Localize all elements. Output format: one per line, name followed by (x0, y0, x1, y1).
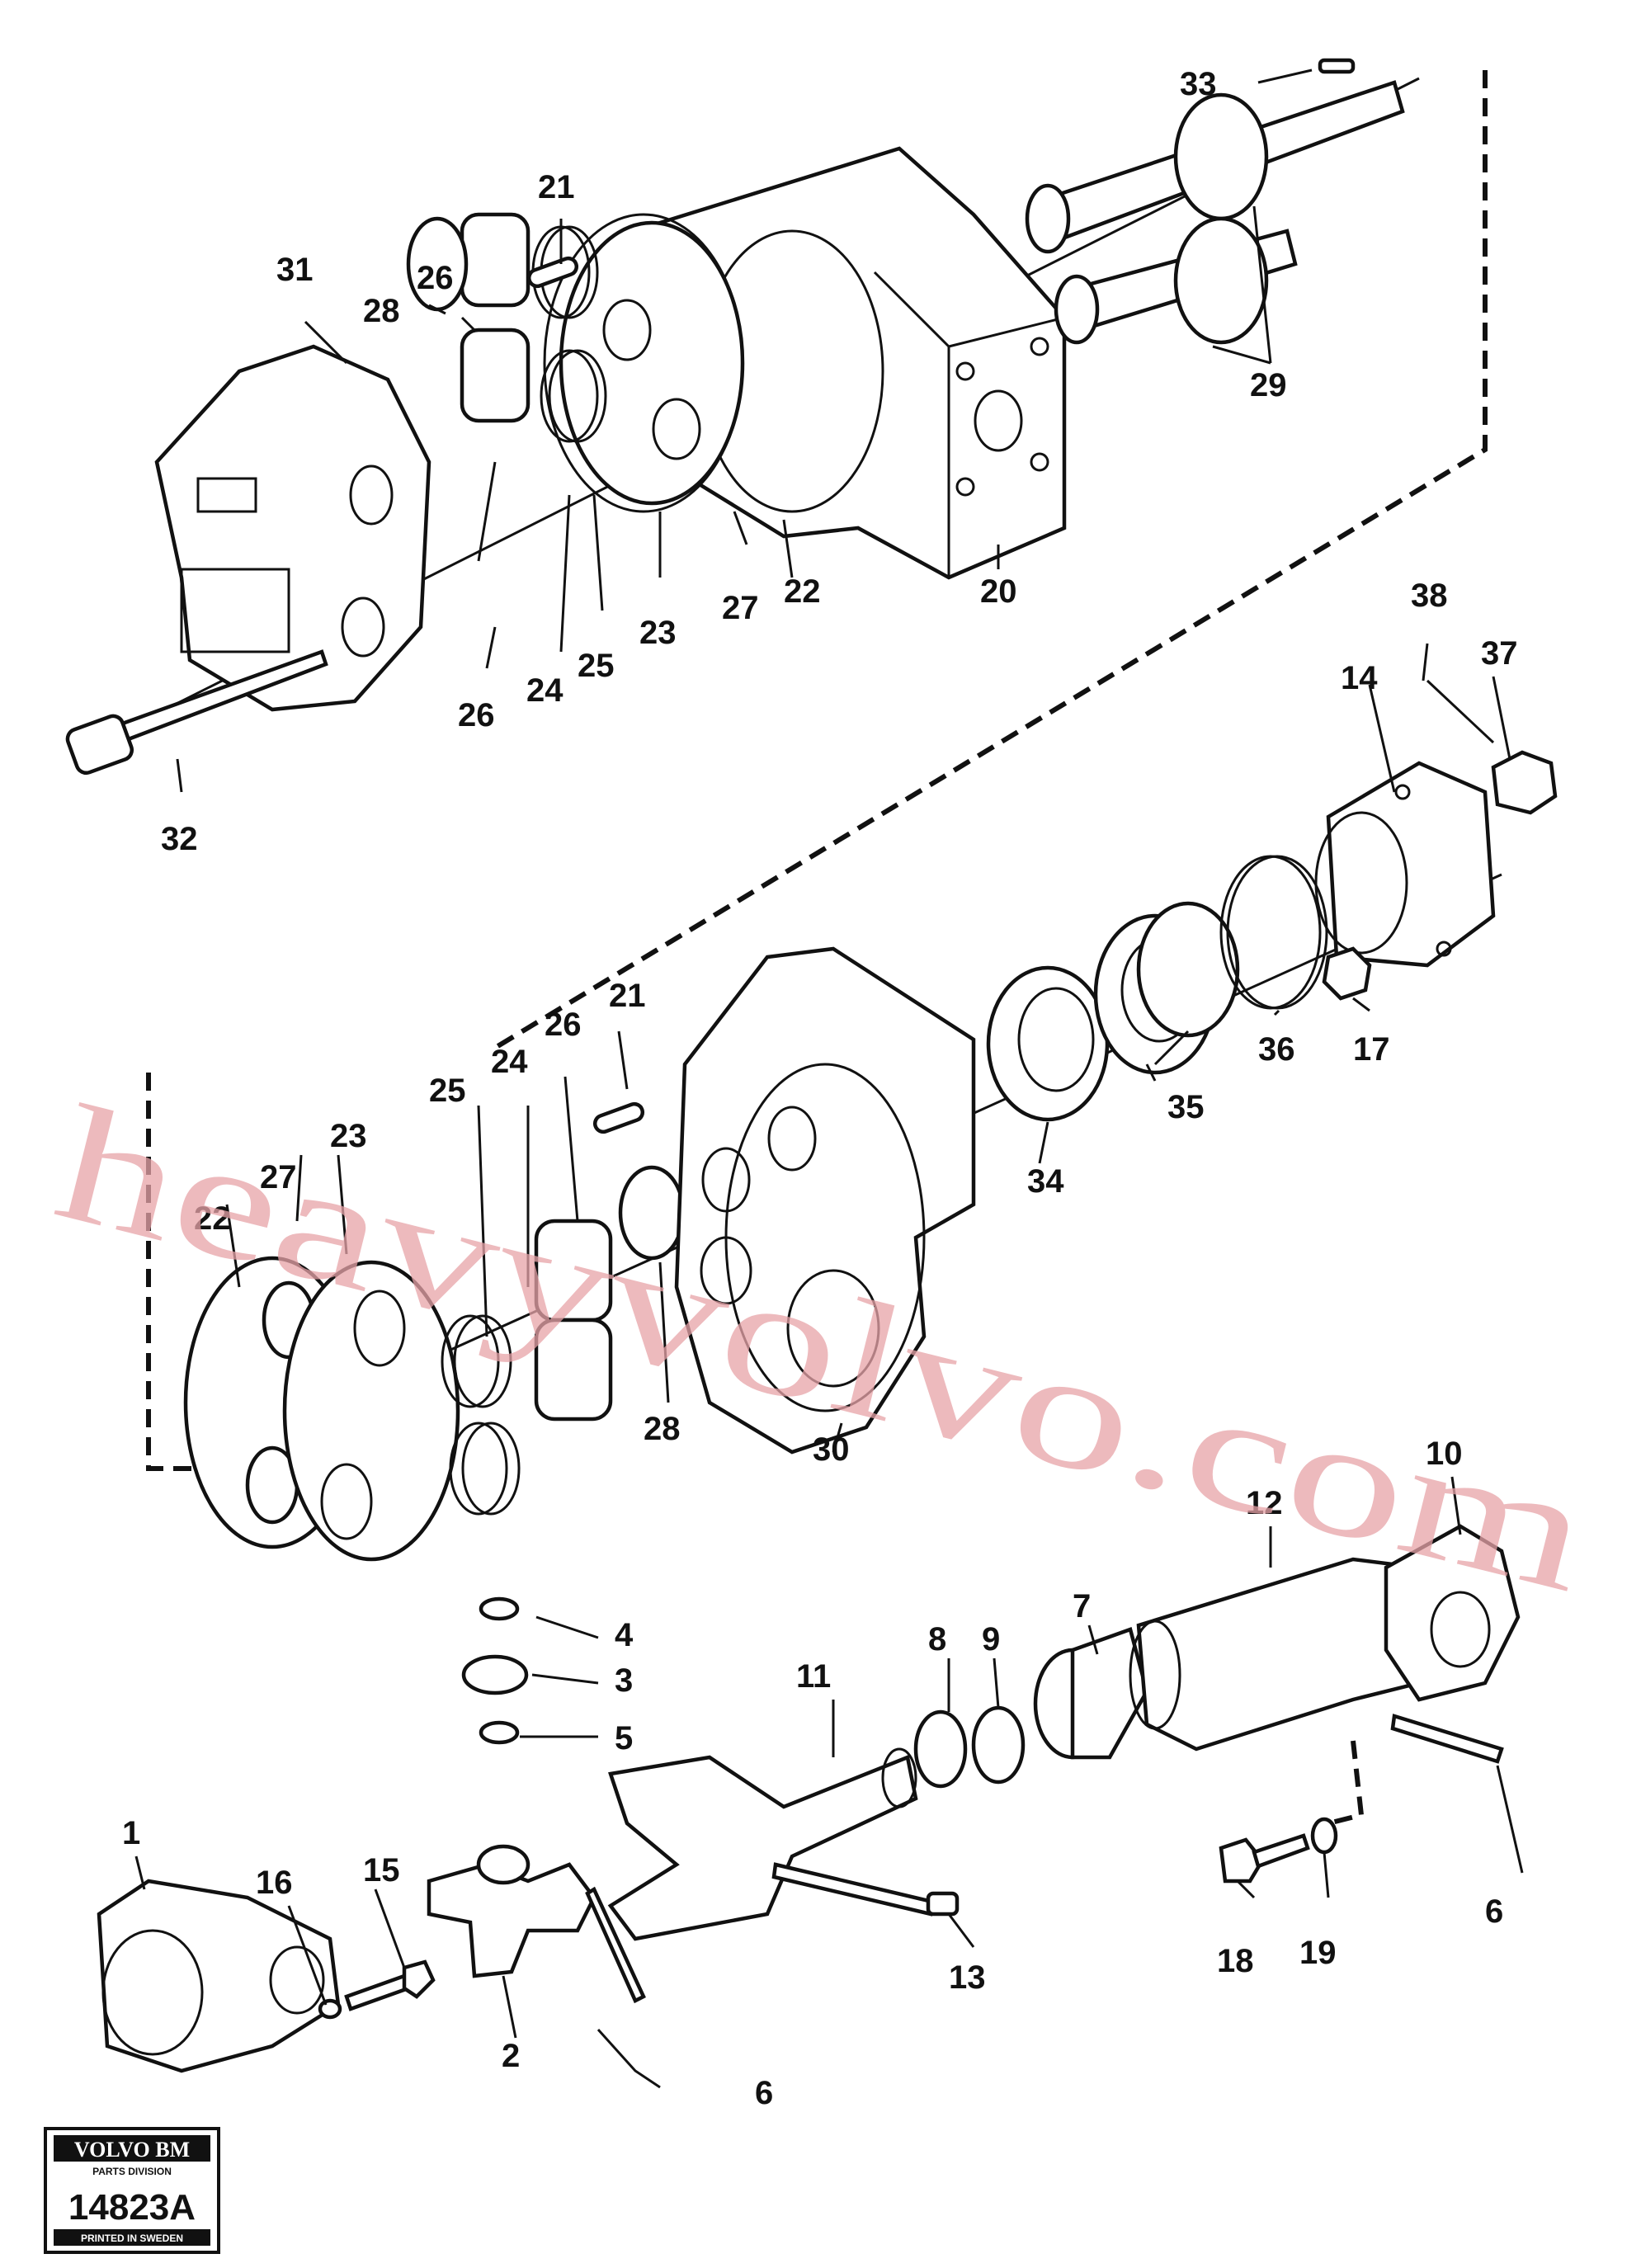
dowel-pin (526, 256, 579, 289)
label-26b: 26 (458, 697, 495, 733)
logo-division: PARTS DIVISION (92, 2166, 172, 2177)
label-11: 11 (796, 1658, 831, 1695)
label-5: 5 (615, 1720, 633, 1756)
label-24: 24 (526, 672, 564, 709)
label-15: 15 (363, 1852, 400, 1888)
seal-ring (971, 1705, 1026, 1785)
label-28: 28 (363, 293, 400, 329)
label-17: 17 (1353, 1031, 1390, 1068)
label-25: 25 (578, 648, 615, 684)
part-number-labels: 1 2 3 4 5 6 6 7 8 9 10 11 12 13 14 15 16… (122, 66, 1518, 2111)
label-16: 16 (256, 1865, 293, 1901)
label-27: 27 (722, 590, 759, 626)
needle-bearing-top (460, 212, 530, 308)
dowel-pin-mid (592, 1101, 645, 1134)
label-10: 10 (1426, 1436, 1463, 1472)
label-26c: 26 (545, 1007, 582, 1043)
label-23: 23 (639, 615, 677, 651)
pressure-plate (282, 1260, 460, 1562)
label-8: 8 (928, 1621, 946, 1657)
label-20: 20 (980, 573, 1017, 610)
label-36: 36 (1258, 1031, 1295, 1068)
label-14: 14 (1341, 660, 1378, 696)
label-30: 30 (813, 1431, 850, 1468)
label-13: 13 (949, 1959, 986, 1996)
label-32: 32 (161, 821, 198, 857)
label-29: 29 (1250, 367, 1287, 403)
coupling-hub (1326, 761, 1496, 968)
label-22: 22 (784, 573, 821, 610)
label-21b: 21 (609, 978, 646, 1014)
pump-upper-assembly (65, 58, 1488, 1050)
label-26: 26 (417, 260, 454, 296)
flange-yoke (97, 1879, 341, 2073)
label-35: 35 (1167, 1089, 1205, 1125)
label-22b: 22 (194, 1200, 231, 1237)
logo-printed: PRINTED IN SWEDEN (81, 2233, 183, 2244)
pump-middle-assembly (146, 643, 1558, 1562)
label-33: 33 (1180, 66, 1217, 102)
label-9: 9 (982, 1621, 1000, 1657)
key (1318, 58, 1356, 74)
seal-ring-b (1136, 901, 1240, 1038)
label-12: 12 (1246, 1485, 1283, 1521)
cardan-shaft-assembly (97, 1476, 1524, 2089)
pump-body (658, 146, 1067, 580)
needle-bearing-upper (460, 328, 530, 423)
label-28b: 28 (644, 1411, 681, 1447)
propeller-tube (1136, 1557, 1422, 1752)
label-6: 6 (755, 2075, 773, 2111)
logo-brand: VOLVO BM (74, 2138, 190, 2162)
washer-ring (913, 1709, 968, 1789)
label-1: 1 (122, 1815, 140, 1851)
label-38: 38 (1411, 578, 1448, 614)
label-23b: 23 (330, 1118, 367, 1154)
label-21: 21 (538, 169, 575, 205)
hex-nut (1322, 946, 1372, 1001)
label-27b: 27 (260, 1159, 297, 1195)
label-25b: 25 (429, 1073, 466, 1109)
label-18: 18 (1217, 1943, 1254, 1979)
label-7: 7 (1073, 1588, 1091, 1624)
slip-yoke-shaft (607, 1754, 918, 1941)
castle-nut (1491, 750, 1558, 815)
label-31: 31 (276, 252, 314, 288)
logo-drawing-number: 14823A (68, 2187, 196, 2228)
label-24b: 24 (491, 1044, 528, 1080)
label-37: 37 (1481, 635, 1518, 672)
companion-flange (1384, 1524, 1521, 1702)
label-19: 19 (1299, 1935, 1337, 1971)
needle-bearing-mid-lower (534, 1318, 613, 1422)
label-34: 34 (1027, 1163, 1064, 1200)
cotter-pin (1426, 679, 1495, 744)
label-2: 2 (502, 2038, 520, 2074)
end-cover (154, 344, 431, 712)
label-3: 3 (615, 1662, 633, 1699)
bearing-cup (461, 1654, 529, 1695)
volvo-bm-logo-box: VOLVO BM PARTS DIVISION 14823A PRINTED I… (44, 2127, 220, 2254)
label-6b: 6 (1485, 1893, 1503, 1930)
label-4: 4 (615, 1617, 634, 1653)
